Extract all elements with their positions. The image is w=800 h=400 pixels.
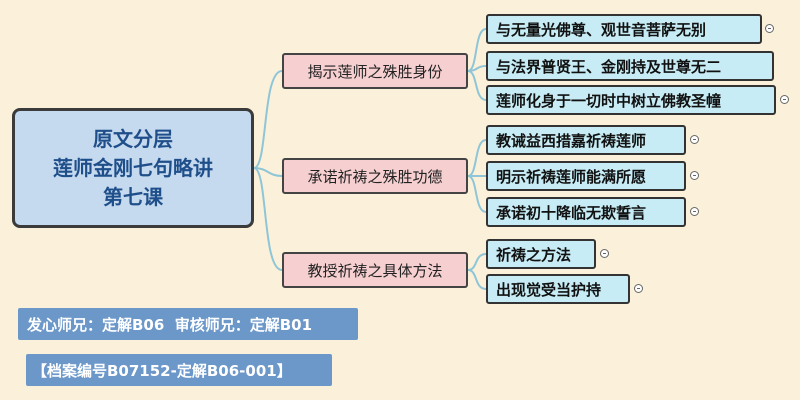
credits-box: 发心师兄：定解B06 审核师兄：定解B01	[18, 308, 358, 340]
connector-b1-l3	[467, 70, 487, 101]
credits-text: 发心师兄：定解B06 审核师兄：定解B01	[27, 315, 313, 334]
branch-1-label: 揭示莲师之殊胜身份	[307, 62, 443, 81]
expand-icon[interactable]	[690, 171, 699, 180]
branch-node-1[interactable]: 揭示莲师之殊胜身份	[282, 53, 468, 89]
leaf-3-1-label: 祈祷之方法	[496, 245, 572, 264]
leaf-node-1-3[interactable]: 莲师化身于一切时中树立佛教圣幢	[486, 85, 776, 115]
branch-2-label: 承诺祈祷之殊胜功德	[307, 167, 443, 186]
leaf-node-2-1[interactable]: 教诫益西措嘉祈祷莲师	[486, 125, 686, 155]
leaf-node-1-2[interactable]: 与法界普贤王、金刚持及世尊无二	[486, 51, 774, 81]
leaf-node-2-2[interactable]: 明示祈祷莲师能满所愿	[486, 161, 686, 191]
connector-root-branch1	[253, 70, 283, 169]
leaf-2-1-label: 教诫益西措嘉祈祷莲师	[496, 131, 647, 150]
expand-icon[interactable]	[780, 95, 789, 104]
root-line-2: 莲师金刚七句略讲	[53, 155, 213, 180]
leaf-1-2-label: 与法界普贤王、金刚持及世尊无二	[496, 57, 722, 76]
leaf-node-2-3[interactable]: 承诺初十降临无欺誓言	[486, 197, 686, 227]
leaf-2-3-label: 承诺初十降临无欺誓言	[496, 203, 647, 222]
root-line-3: 第七课	[103, 184, 163, 209]
leaf-node-1-1[interactable]: 与无量光佛尊、观世音菩萨无别	[486, 14, 762, 44]
connector-b1-l1	[467, 28, 487, 72]
root-line-1: 原文分层	[93, 126, 173, 151]
branch-node-3[interactable]: 教授祈祷之具体方法	[282, 252, 468, 288]
branch-3-label: 教授祈祷之具体方法	[307, 261, 443, 280]
leaf-3-2-label: 出现觉受当护持	[496, 280, 602, 299]
expand-icon[interactable]	[765, 24, 774, 33]
leaf-1-3-label: 莲师化身于一切时中树立佛教圣幢	[496, 91, 722, 110]
expand-icon[interactable]	[600, 249, 609, 258]
leaf-node-3-2[interactable]: 出现觉受当护持	[486, 274, 630, 304]
archive-box: 【档案编号B07152-定解B06-001】	[26, 354, 332, 386]
connector-b2-l3	[467, 175, 487, 213]
leaf-2-2-label: 明示祈祷莲师能满所愿	[496, 167, 647, 186]
expand-icon[interactable]	[690, 135, 699, 144]
connector-b3-l1	[467, 253, 487, 271]
leaf-1-1-label: 与无量光佛尊、观世音菩萨无别	[496, 20, 707, 39]
root-node[interactable]: 原文分层 莲师金刚七句略讲 第七课	[12, 108, 254, 228]
connector-root-branch2	[253, 167, 283, 177]
connector-b2-l1	[467, 139, 487, 177]
branch-node-2[interactable]: 承诺祈祷之殊胜功德	[282, 158, 468, 194]
expand-icon[interactable]	[634, 284, 643, 293]
leaf-node-3-1[interactable]: 祈祷之方法	[486, 239, 596, 269]
archive-text: 【档案编号B07152-定解B06-001】	[32, 361, 292, 380]
connector-b3-l2	[467, 269, 487, 290]
expand-icon[interactable]	[690, 207, 699, 216]
connector-root-branch3	[253, 167, 283, 271]
